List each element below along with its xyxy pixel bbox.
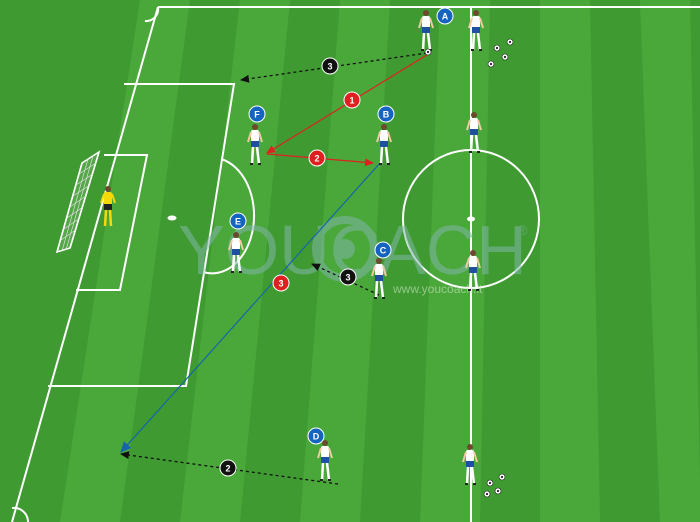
player-a: A (417, 7, 454, 53)
goal-line (11, 6, 159, 522)
run-3-top-marker: 3 (321, 57, 339, 75)
pass-1-number: 1 (349, 96, 354, 106)
goalkeeper (100, 186, 116, 227)
player-f: F (246, 105, 266, 167)
player-c: C (370, 241, 392, 301)
center-spot (467, 216, 475, 222)
run-3-mid-marker: 3 (339, 268, 357, 286)
pass-3-marker: 3 (272, 274, 290, 292)
goal-area (76, 154, 149, 291)
watermark-url: www.youcoach.it (392, 282, 483, 296)
corner-arc-bottom (11, 506, 30, 522)
pass-1-marker: 1 (343, 91, 361, 109)
player-b-label: B (383, 110, 390, 120)
player-c-label: C (380, 246, 387, 256)
player-a-label: A (442, 12, 449, 22)
run-3-top-line (240, 52, 428, 83)
watermark-text-right: ACH (379, 211, 527, 289)
penalty-spot (167, 215, 177, 221)
run-2-number: 2 (225, 464, 230, 474)
penalty-area (48, 83, 236, 387)
player-d: D (307, 427, 334, 483)
step-markers: 1 2 3 3 3 2 (219, 57, 361, 477)
watermark-registered: ® (517, 222, 528, 238)
player-d-label: D (313, 432, 320, 442)
run-3-mid-number: 3 (345, 273, 350, 283)
pass-3-number: 3 (278, 279, 283, 289)
player-b: B (375, 105, 395, 167)
pass-2-number: 2 (314, 154, 319, 164)
goal-net (55, 150, 101, 254)
run-3-top-number: 3 (327, 62, 332, 72)
corner-arc-top (144, 6, 160, 23)
pass-3-line (120, 162, 381, 453)
player-e-label: E (235, 217, 241, 227)
pass-2-marker: 2 (308, 149, 326, 167)
player-e: E (227, 212, 247, 275)
player-f-label: F (254, 110, 260, 120)
run-2-marker: 2 (219, 459, 237, 477)
penalty-arc (202, 158, 256, 275)
